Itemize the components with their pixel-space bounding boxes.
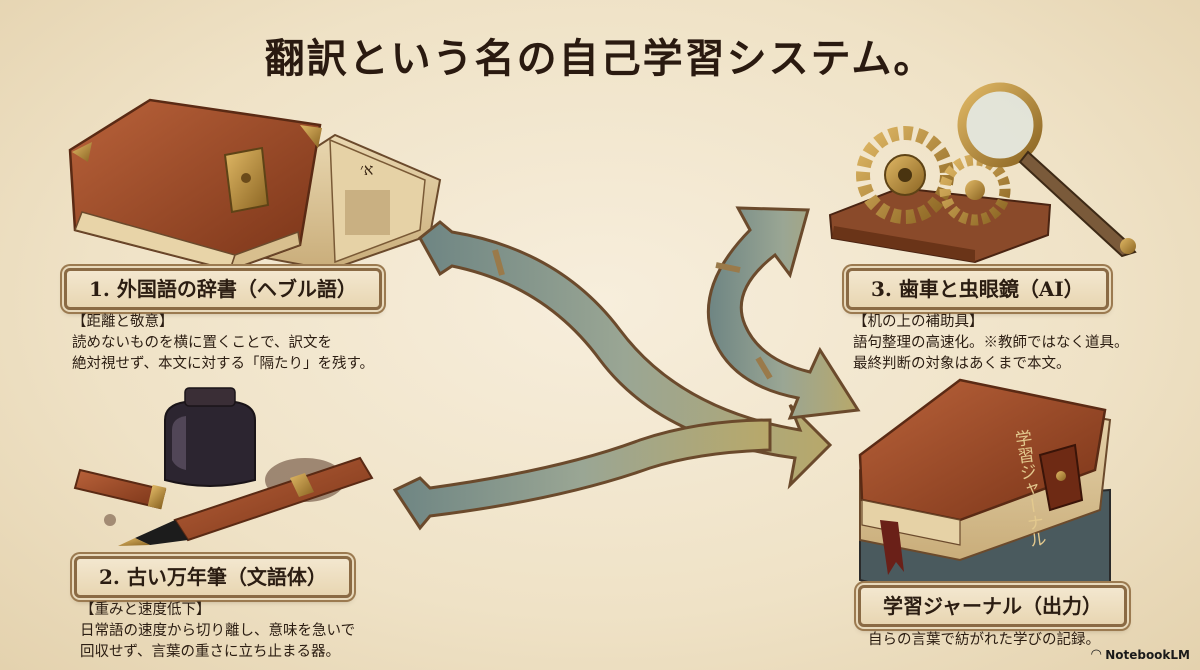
brand-badge: ◠ NotebookLM <box>1091 647 1190 662</box>
desc-journal-line-1: 自らの言葉で紡がれた学びの記録。 <box>868 632 1100 648</box>
brand-name: NotebookLM <box>1105 647 1190 662</box>
hebrew-dictionary-book-icon: א׳ <box>68 98 442 272</box>
page-title: 翻訳という名の自己学習システム。 <box>264 35 936 82</box>
desc-dictionary: 【距離と敬意】 読めないものを横に置くことで、訳文を 絶対視せず、本文に対する「… <box>72 312 374 375</box>
desc-dictionary-line-2: 絶対視せず、本文に対する「隔たり」を残す。 <box>72 356 375 372</box>
notebooklm-logo-icon: ◠ <box>1091 647 1102 662</box>
label-dictionary: 1. 外国語の辞書（ヘブル語） <box>64 268 382 310</box>
svg-text:א׳: א׳ <box>360 160 374 179</box>
desc-pen-line-1: 日常語の速度から切り離し、意味を急いで <box>80 623 356 639</box>
desc-pen-heading: 【重みと速度低下】 <box>80 602 211 618</box>
desc-dictionary-line-1: 読めないものを横に置くことで、訳文を <box>72 335 332 351</box>
label-journal: 学習ジャーナル（出力） <box>858 585 1127 627</box>
fountain-pen-ink-icon <box>73 387 374 546</box>
desc-gears-line-2: 最終判断の対象はあくまで本文。 <box>853 356 1071 372</box>
desc-gears-line-1: 語句整理の高速化。※教師ではなく道具。 <box>853 335 1129 351</box>
journal-book-icon: 学習ジャーナル <box>858 378 1112 607</box>
desc-pen-line-2: 回収せず、言葉の重さに立ち止まる器。 <box>80 644 340 660</box>
desc-gears: 【机の上の補助具】 語句整理の高速化。※教師ではなく道具。 最終判断の対象はあく… <box>853 312 1129 375</box>
label-pen: 2. 古い万年筆（文語体） <box>74 556 352 598</box>
flow-arrow-from-pen <box>392 418 772 531</box>
gears-magnifier-icon <box>828 82 1137 264</box>
desc-dictionary-heading: 【距離と敬意】 <box>72 314 174 330</box>
desc-journal: 自らの言葉で紡がれた学びの記録。 <box>868 630 1100 651</box>
flow-arrow-ai-loop <box>706 206 861 420</box>
desc-pen: 【重みと速度低下】 日常語の速度から切り離し、意味を急いで 回収せず、言葉の重さ… <box>80 600 355 663</box>
label-gears: 3. 歯車と虫眼鏡（AI） <box>846 268 1109 310</box>
desc-gears-heading: 【机の上の補助具】 <box>853 314 984 330</box>
